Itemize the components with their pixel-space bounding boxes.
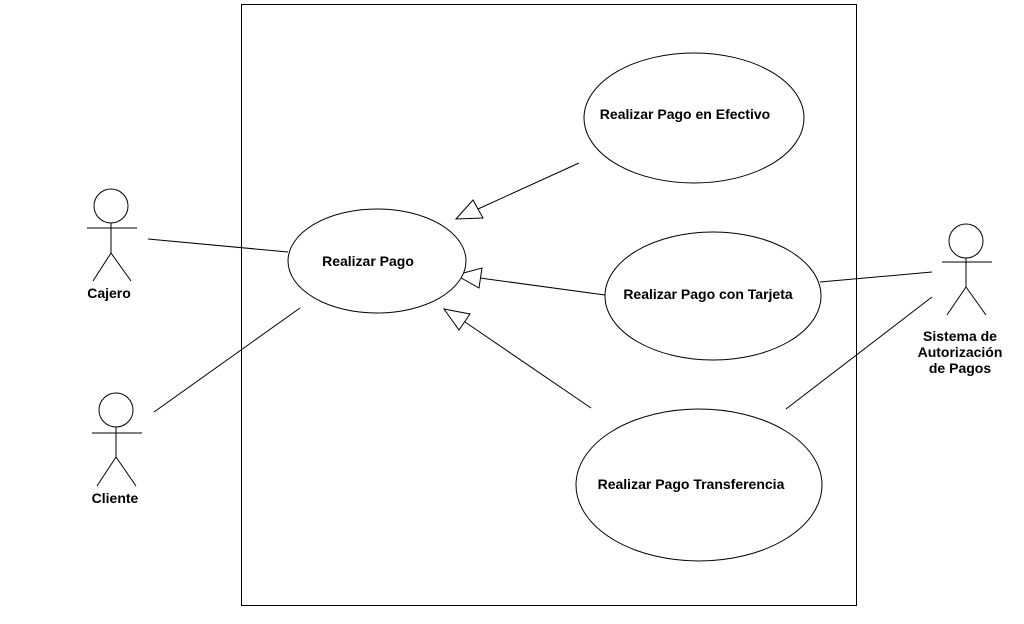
actor-cliente-head xyxy=(98,392,134,428)
use-case-tarjeta-label: Realizar Pago con Tarjeta xyxy=(623,286,793,302)
generalization-transferencia-line xyxy=(464,321,592,409)
actor-cliente-label: Cliente xyxy=(92,490,139,506)
actor-sistema-right-leg xyxy=(965,286,987,316)
use-case-tarjeta[interactable] xyxy=(604,231,822,361)
association-cliente-realizar-pago xyxy=(153,307,301,413)
actor-cliente[interactable] xyxy=(92,392,142,487)
use-case-realizar-pago-label: Realizar Pago xyxy=(322,253,414,269)
actor-cliente-left-leg xyxy=(96,456,117,487)
actor-cajero-left-leg xyxy=(92,252,112,282)
association-sistema-transferencia xyxy=(785,296,933,410)
generalization-efectivo-arrowhead xyxy=(454,199,484,220)
generalization-transferencia-arrowhead xyxy=(442,308,471,331)
use-case-realizar-pago[interactable] xyxy=(287,208,467,314)
actor-cajero-label: Cajero xyxy=(87,285,131,301)
association-cajero-realizar-pago xyxy=(147,238,289,253)
generalization-tarjeta-arrowhead xyxy=(454,267,483,289)
actor-cajero-head xyxy=(93,188,129,224)
generalization-tarjeta-line xyxy=(479,277,606,296)
actor-sistema-label-line2: Autorización xyxy=(918,344,1003,360)
actor-sistema-autorizacion[interactable] xyxy=(942,223,992,316)
actor-cliente-right-leg xyxy=(115,456,137,487)
actor-cajero[interactable] xyxy=(87,188,137,282)
association-sistema-tarjeta xyxy=(819,271,933,283)
use-case-transferencia[interactable] xyxy=(575,408,823,562)
generalization-efectivo-line xyxy=(477,162,580,210)
actor-cajero-right-leg xyxy=(110,252,132,282)
actor-sistema-label-line3: de Pagos xyxy=(929,360,991,376)
use-case-efectivo[interactable] xyxy=(583,52,805,184)
actor-sistema-left-leg xyxy=(946,286,967,316)
use-case-efectivo-label: Realizar Pago en Efectivo xyxy=(600,106,770,122)
actor-sistema-head xyxy=(948,223,984,259)
use-case-transferencia-label: Realizar Pago Transferencia xyxy=(598,476,785,492)
actor-sistema-label-line1: Sistema de xyxy=(923,328,997,344)
